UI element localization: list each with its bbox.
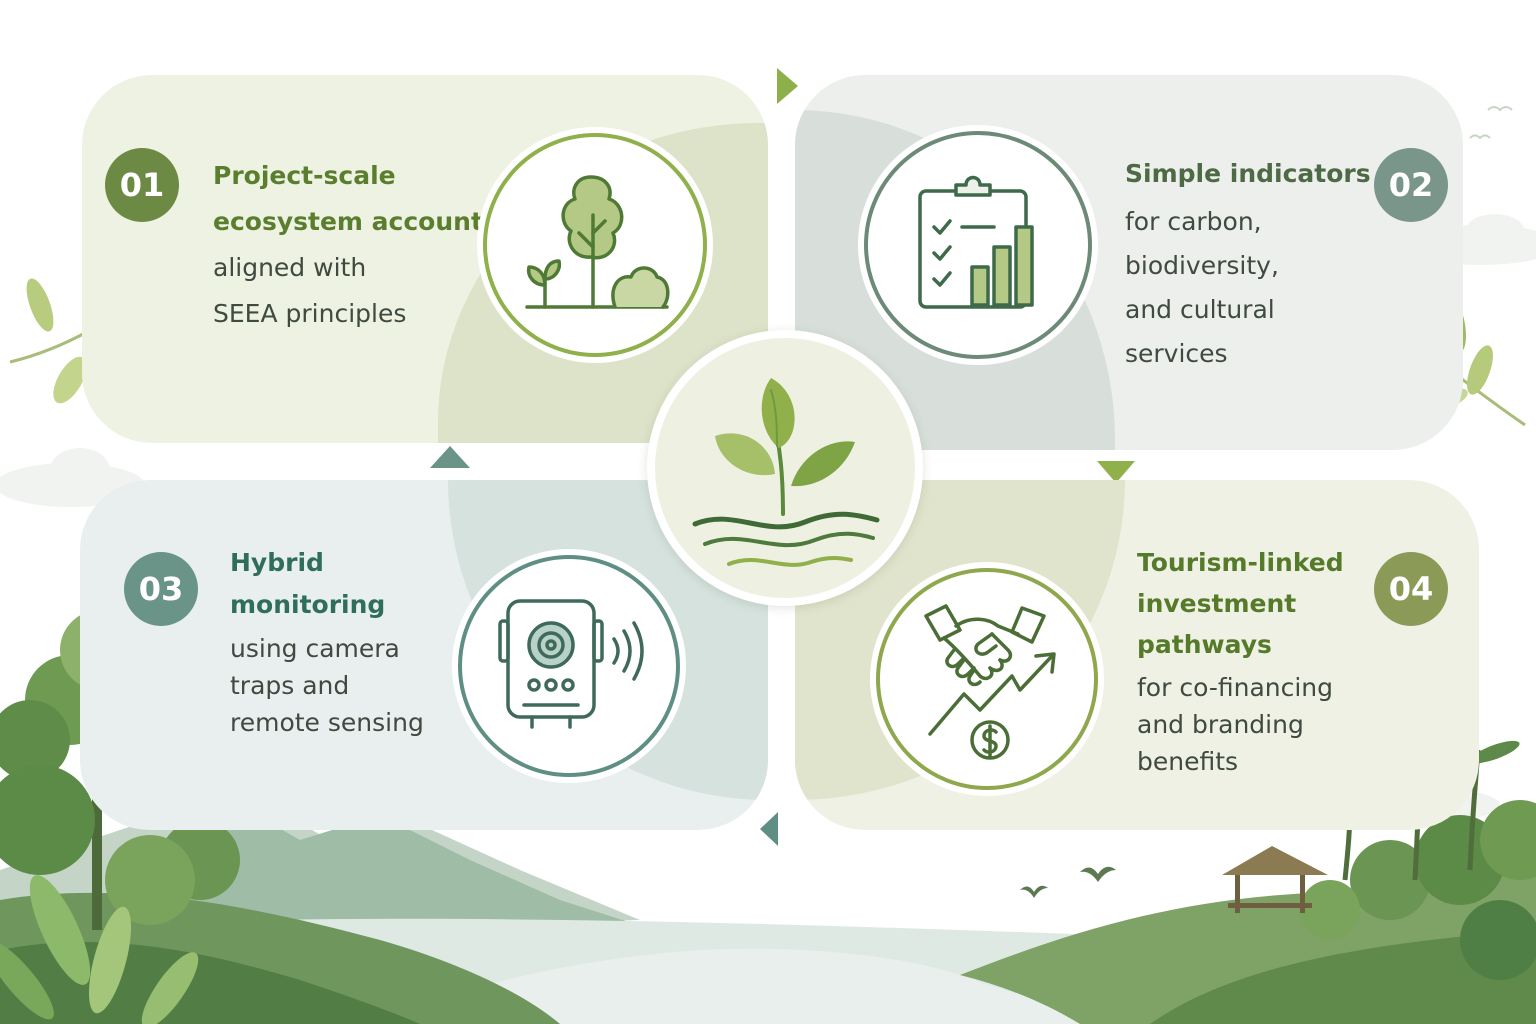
step-1-number-badge: 01 [105,148,179,222]
step-3-body-line: using camera [230,634,400,663]
step-1-icon-circle [483,133,707,357]
step-2-body-line: biodiversity, [1125,251,1279,280]
step-3-text: Hybrid monitoring using camera traps and… [230,542,424,741]
step-1-title-line: ecosystem accounts [213,207,498,236]
camera-trap-icon [498,599,644,729]
step-3-number-badge: 03 [124,552,198,626]
step-2-icon-circle [864,131,1092,359]
step-1-title-line: Project-scale [213,161,396,190]
sprout-water-icon [692,378,880,567]
step-3-body-line: remote sensing [230,708,424,737]
step-4-text: Tourism-linked investment pathways for c… [1137,542,1344,780]
step-1-text: Project-scale ecosystem accounts aligned… [213,153,498,337]
step-4-body-line: and branding [1137,710,1304,739]
step-2-title-line: Simple indicators [1125,159,1371,188]
step-3-icon-circle [458,555,680,777]
step-1-body-line: aligned with [213,253,367,282]
step-2-text: Simple indicators for carbon, biodiversi… [1125,152,1371,376]
handshake-investment-icon [924,604,1056,760]
step-1-body-line: SEEA principles [213,299,407,328]
step-2-number-badge: 02 [1374,148,1448,222]
step-4-number-badge: 04 [1374,552,1448,626]
step-2-body-line: for carbon, [1125,207,1262,236]
clipboard-chart-icon [918,175,1034,309]
step-4-title-line: pathways [1137,630,1272,659]
tree-growth-icon [525,175,670,309]
step-3-body-line: traps and [230,671,350,700]
step-4-body-line: benefits [1137,747,1239,776]
center-hub [647,330,923,606]
step-2-body-line: services [1125,339,1228,368]
step-4-title-line: Tourism-linked [1137,548,1344,577]
step-3-title-line: Hybrid [230,548,324,577]
step-3-title-line: monitoring [230,590,386,619]
step-4-icon-circle [876,568,1098,790]
step-2-body-line: and cultural [1125,295,1275,324]
step-4-body-line: for co-financing [1137,673,1334,702]
step-4-title-line: investment [1137,589,1297,618]
